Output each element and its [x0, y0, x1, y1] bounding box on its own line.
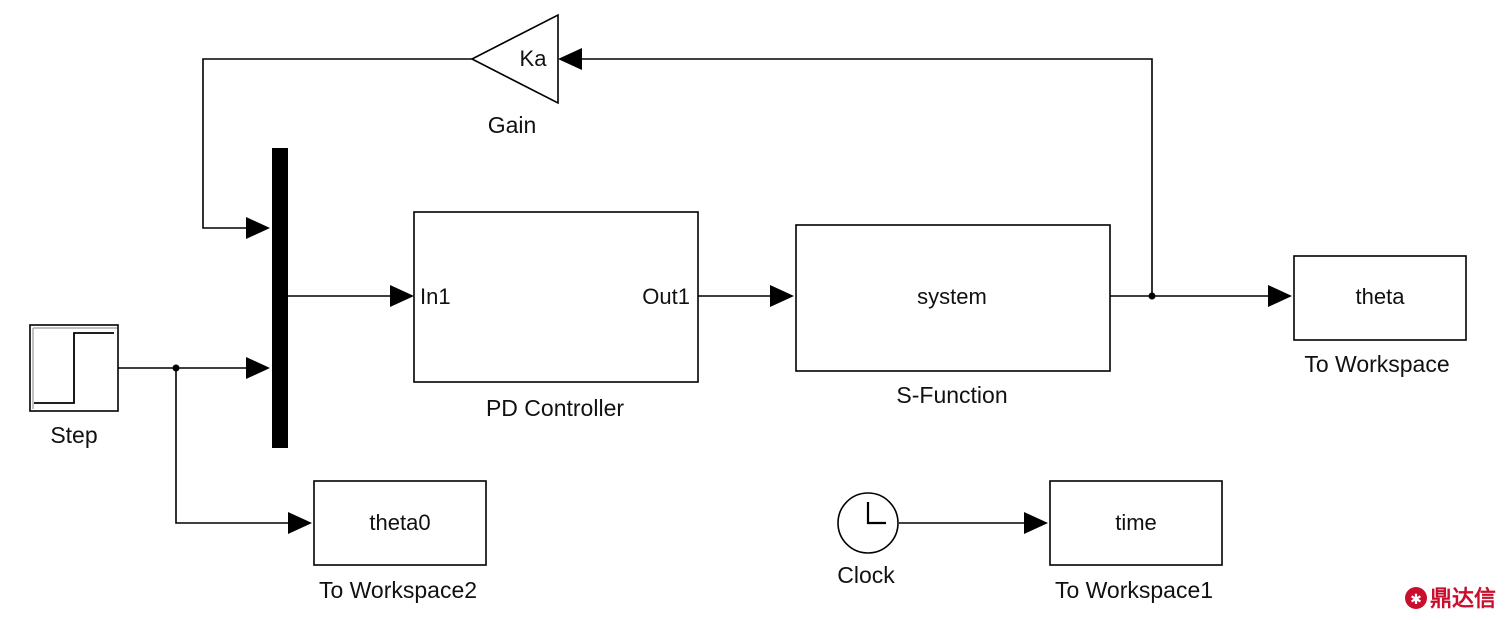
pd-in-port-label: In1	[420, 284, 451, 309]
to-workspace-var: theta	[1356, 284, 1406, 309]
arrowhead	[390, 285, 414, 307]
to-workspace1-label: To Workspace1	[1055, 577, 1213, 603]
wire-feedback-to-gain	[578, 58, 1153, 296]
arrowhead	[246, 357, 270, 379]
arrowhead	[288, 512, 312, 534]
step-block[interactable]	[29, 324, 119, 412]
s-function-block[interactable]: system	[795, 224, 1111, 372]
step-icon	[34, 332, 114, 404]
clock-label: Clock	[837, 562, 895, 588]
pd-controller-label: PD Controller	[486, 395, 624, 421]
pd-controller-block[interactable]: In1 Out1	[413, 211, 699, 383]
arrowhead	[558, 48, 582, 70]
watermark-text: 鼎达信	[1430, 586, 1496, 612]
step-label: Step	[50, 422, 97, 448]
wire-gain-to-mux	[202, 58, 472, 229]
arrowhead	[770, 285, 794, 307]
s-function-label: S-Function	[896, 382, 1007, 408]
to-workspace2-label: To Workspace2	[319, 577, 477, 603]
branch-point	[1148, 292, 1156, 300]
to-workspace-block[interactable]: theta	[1293, 255, 1467, 341]
to-workspace2-var: theta0	[369, 510, 430, 535]
gain-value: Ka	[520, 46, 548, 71]
arrowhead	[1024, 512, 1048, 534]
watermark-logo: ✱ 鼎达信	[1405, 586, 1496, 612]
to-workspace2-block[interactable]: theta0	[313, 480, 487, 566]
to-workspace-label: To Workspace	[1304, 351, 1449, 377]
pd-out-port-label: Out1	[642, 284, 690, 309]
arrowhead	[246, 217, 270, 239]
clock-block[interactable]	[837, 492, 899, 554]
s-function-text: system	[917, 284, 987, 309]
gain-block[interactable]: Ka	[470, 13, 559, 105]
wire-step-to-theta0	[175, 368, 292, 524]
to-workspace1-block[interactable]: time	[1049, 480, 1223, 566]
svg-text:✱: ✱	[1410, 592, 1422, 608]
gain-label: Gain	[488, 112, 537, 138]
branch-point	[172, 364, 180, 372]
to-workspace1-var: time	[1115, 510, 1157, 535]
arrowhead	[1268, 285, 1292, 307]
mux-block[interactable]	[272, 148, 288, 448]
